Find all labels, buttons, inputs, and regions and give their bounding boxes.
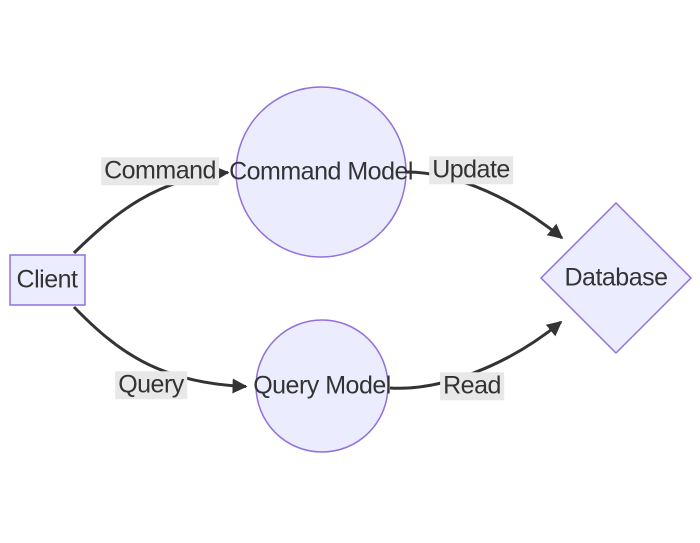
node-query-model <box>255 319 389 453</box>
node-label-query-model: Query Model <box>253 371 391 400</box>
node-label-client: Client <box>16 265 78 294</box>
node-label-command-model: Command Model <box>229 157 413 186</box>
edge-label-command: Command <box>101 157 219 185</box>
node-command-model <box>235 86 407 258</box>
edge-label-read: Read <box>440 372 504 400</box>
edge-client-to-query-model <box>72 305 248 394</box>
node-label-database: Database <box>564 263 668 292</box>
node-database <box>539 201 693 355</box>
node-client <box>9 254 86 306</box>
node-group <box>9 86 693 453</box>
edge-label-query: Query <box>115 371 187 399</box>
edge-label-update: Update <box>429 156 513 184</box>
edge-command-model-to-database <box>405 170 564 240</box>
